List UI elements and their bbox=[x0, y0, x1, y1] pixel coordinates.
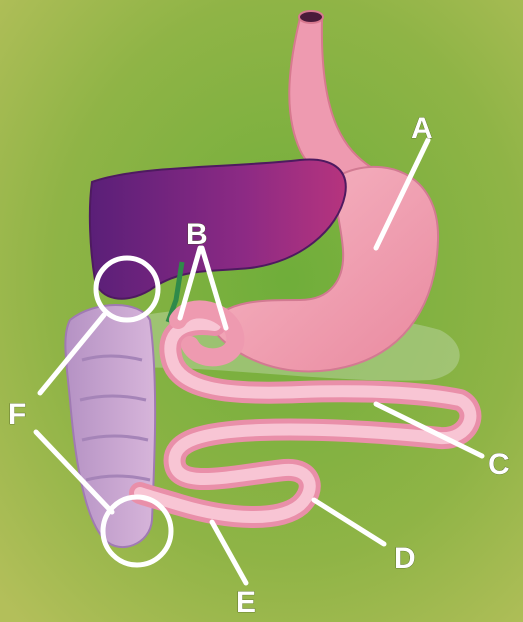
label-a: A bbox=[411, 112, 433, 145]
label-f: F bbox=[8, 398, 26, 431]
label-d: D bbox=[394, 542, 416, 575]
label-c: C bbox=[488, 448, 510, 481]
label-b: B bbox=[186, 218, 208, 251]
esophagus-opening bbox=[299, 11, 323, 23]
label-e: E bbox=[236, 586, 256, 619]
